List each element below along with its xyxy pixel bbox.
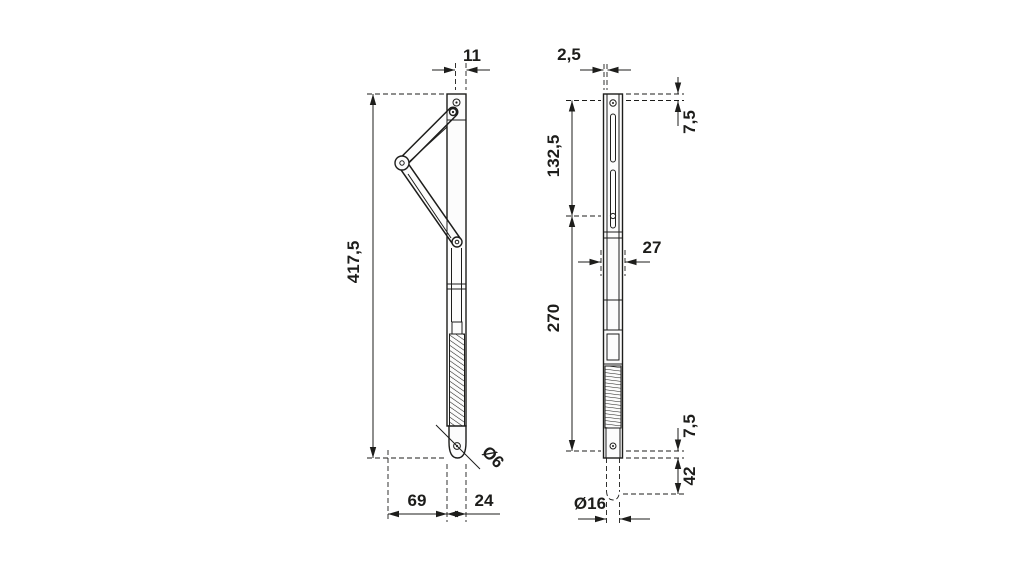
dim-top-offset-label: 2,5: [557, 45, 581, 64]
front-spring: [604, 365, 622, 429]
dim-pin-length: 42: [623, 458, 699, 495]
dim-top-hole-inset-label: 7,5: [680, 110, 699, 134]
dim-lower-section: 270: [544, 216, 601, 452]
dim-bottom-hole-inset: 7,5: [626, 414, 699, 459]
dim-pin-diameter-label: Ø16: [574, 494, 606, 513]
dim-upper-section-label: 132,5: [544, 135, 563, 178]
dim-top-width: 11: [432, 46, 490, 90]
pivot-joints: [394, 107, 463, 248]
scissor-arms: [396, 106, 463, 248]
dim-foot-offset: 69: [387, 450, 467, 522]
top-screw-hole: [452, 98, 461, 107]
dim-upper-section: 132,5: [544, 100, 601, 217]
front-channel-details: [603, 94, 623, 365]
dim-pin-diameter: Ø16: [574, 494, 650, 524]
dim-overall-height: 417,5: [344, 93, 445, 459]
side-spring: [449, 333, 465, 427]
dim-profile-depth-label: 24: [475, 491, 494, 510]
side-bottom-tip: [448, 425, 467, 459]
dim-profile-width-label: 27: [643, 238, 662, 257]
dim-bottom-hole-inset-label: 7,5: [680, 414, 699, 438]
dim-lower-section-label: 270: [544, 304, 563, 332]
front-bottom-details: [605, 428, 621, 458]
bottom-hole: [453, 442, 461, 450]
dim-top-width-label: 11: [463, 46, 481, 65]
front-view: 2,5 7,5 132,5 27 270: [544, 45, 699, 524]
dim-pin-length-label: 42: [680, 467, 699, 486]
side-view: 11 417,5 69 24 Ø6: [344, 46, 508, 522]
dim-profile-width: 27: [578, 238, 661, 276]
hidden-pin: [606, 458, 620, 501]
dim-foot-offset-label: 69: [408, 491, 427, 510]
dim-profile-depth: 24: [447, 491, 500, 518]
dim-overall-height-label: 417,5: [344, 241, 363, 284]
dim-top-offset: 2,5: [557, 45, 631, 90]
dim-top-hole-inset: 7,5: [626, 77, 699, 134]
